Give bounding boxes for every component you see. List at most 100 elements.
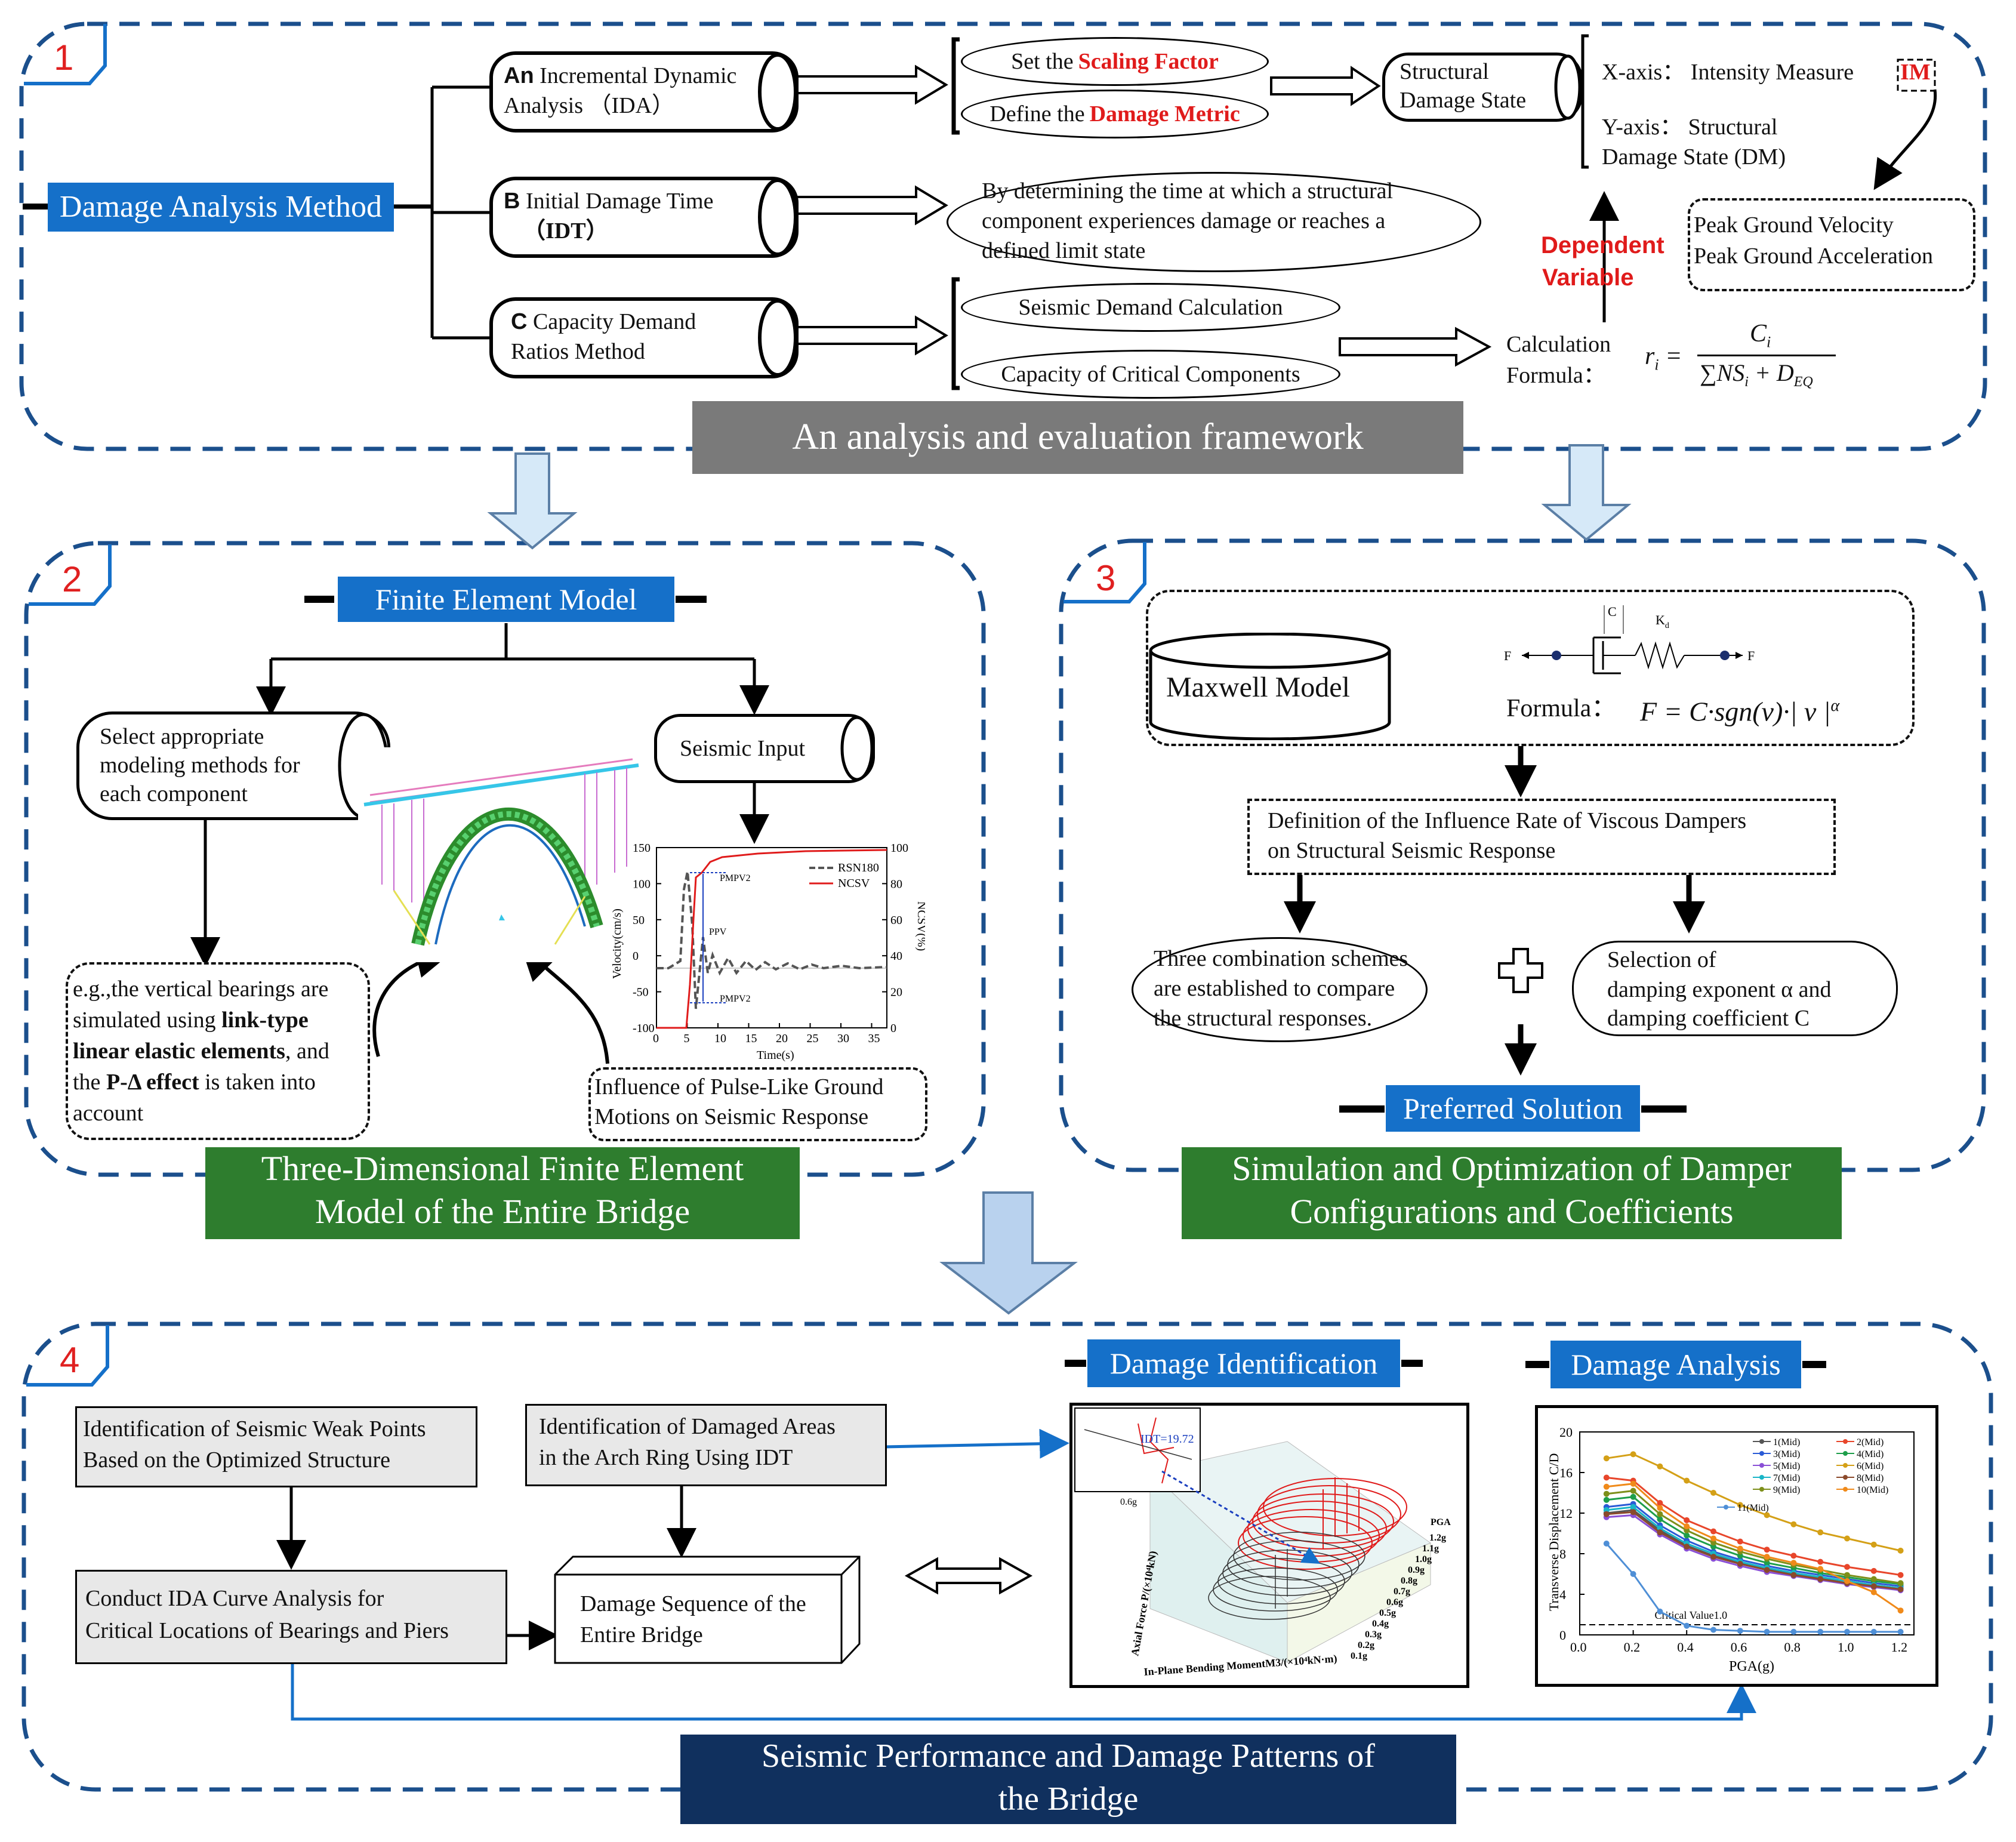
- cd-point: [1870, 1541, 1877, 1548]
- damage-identification-label: Damage Identification: [1087, 1339, 1400, 1387]
- section3-number: 3: [1096, 558, 1116, 598]
- idt-inset-label: IDT=19.72: [1140, 1433, 1194, 1446]
- formula-den-sub2: EQ: [1793, 374, 1813, 390]
- seismic-input-text: Seismic Input: [680, 736, 806, 761]
- def-2: on Structural Seismic Response: [1268, 838, 1556, 863]
- cd-point: [1630, 1493, 1636, 1500]
- legend-label: 8(Mid): [1857, 1473, 1884, 1483]
- formula-num-sub: i: [1767, 333, 1771, 351]
- cd-xtick: 0.8: [1784, 1640, 1801, 1655]
- pulse-1: Influence of Pulse-Like Ground: [594, 1074, 884, 1099]
- cd-point: [1764, 1512, 1770, 1518]
- im-text: IM: [1900, 60, 1931, 85]
- cd-series-line: [1606, 1483, 1901, 1612]
- node-left-icon: [1552, 651, 1561, 660]
- three-1: Three combination schemes: [1154, 946, 1408, 971]
- bearing-example-box: e.g.,the vertical bearings are simulated…: [66, 962, 370, 1140]
- legend-marker: [1843, 1451, 1848, 1456]
- ground-motion-params-box: Peak Ground Velocity Peak Ground Acceler…: [1688, 198, 1975, 291]
- cd-point: [1844, 1578, 1850, 1584]
- kd-sub: d: [1665, 621, 1669, 630]
- cd-series-line: [1606, 1506, 1901, 1590]
- gray-interaction-curves: [1208, 1532, 1365, 1620]
- ncsv-ytick: 80: [890, 877, 902, 891]
- weak-2: Based on the Optimized Structure: [83, 1447, 390, 1473]
- section1-title: An analysis and evaluation framework: [692, 401, 1463, 474]
- time-xtick: 10: [714, 1032, 726, 1045]
- cd-ylabel: Transverse Displacement C/D: [1546, 1453, 1561, 1611]
- cylinder-cap: [758, 178, 797, 256]
- ida-box: An Incremental Dynamic Analysis （IDA）: [489, 51, 799, 133]
- cd-point: [1817, 1566, 1824, 1572]
- idt-line2: （IDT）: [523, 218, 609, 244]
- legend-marker: [1759, 1463, 1764, 1468]
- arch-ring-box: Identification of Damaged Areas in the A…: [525, 1404, 887, 1486]
- cd-point: [1603, 1455, 1610, 1462]
- cd-point: [1603, 1496, 1610, 1503]
- seismic-input-box: Seismic Input: [654, 714, 875, 783]
- legend-label: 11(Mid): [1737, 1503, 1769, 1513]
- section3-title: Simulation and Optimization of Damper Co…: [1182, 1147, 1842, 1239]
- idt-prefix: B: [504, 189, 520, 214]
- time-xtick: 0: [653, 1032, 659, 1045]
- legend-label: 6(Mid): [1857, 1461, 1884, 1471]
- seq-2: Entire Bridge: [580, 1622, 703, 1647]
- legend-label: 5(Mid): [1773, 1461, 1800, 1471]
- scaling-factor-ellipse: Set the Scaling Factor: [961, 37, 1269, 86]
- cd-point: [1710, 1490, 1716, 1496]
- cd-xlabel: PGA(g): [1729, 1659, 1774, 1674]
- ncsv-ytick: 100: [890, 842, 908, 855]
- ida-curve-2: Critical Locations of Bearings and Piers: [85, 1618, 449, 1643]
- legend-label: 7(Mid): [1773, 1473, 1800, 1483]
- pga-axis-label: PGA: [1431, 1517, 1451, 1527]
- legend-label: 10(Mid): [1857, 1485, 1888, 1495]
- svg-text:Kd: Kd: [1656, 612, 1669, 630]
- weak-points-box: Identification of Seismic Weak Points Ba…: [75, 1406, 477, 1487]
- cd-point: [1844, 1572, 1850, 1578]
- cd-point: [1603, 1474, 1610, 1481]
- cd-point: [1684, 1622, 1690, 1629]
- cd-point: [1817, 1558, 1824, 1565]
- eg-4c: is taken into: [199, 1070, 316, 1095]
- dependent-label: Dependent: [1541, 232, 1664, 258]
- eg-2b: link-type: [221, 1008, 309, 1033]
- vel-ylabel: Velocity(cm/s): [611, 908, 624, 979]
- section4-title-1: Seismic Performance and Damage Patterns …: [762, 1738, 1375, 1775]
- eg-3: , and: [285, 1039, 329, 1064]
- legend-marker: [1843, 1463, 1848, 1468]
- damage-analysis-label: Damage Analysis: [1550, 1341, 1801, 1388]
- ncsv-ytick: 60: [890, 914, 902, 927]
- cd-point: [1630, 1509, 1636, 1516]
- cd-series-line: [1606, 1503, 1901, 1587]
- idt-description-ellipse: By determining the time at which a struc…: [947, 172, 1481, 272]
- pga-text: Peak Ground Acceleration: [1694, 244, 1933, 269]
- cd-point: [1844, 1564, 1850, 1570]
- pga-level-label: 0.1g: [1351, 1651, 1367, 1661]
- cd-point: [1844, 1628, 1850, 1635]
- cylinder-cap: [1554, 54, 1582, 120]
- eg-4b: P-Δ effect: [106, 1070, 199, 1095]
- maxwell-formula-label: Formula：: [1506, 695, 1617, 722]
- damage-metric-ellipse: Define the Damage Metric: [961, 90, 1269, 138]
- select-3: each component: [100, 781, 248, 806]
- legend-label: 4(Mid): [1857, 1449, 1884, 1459]
- legend-rsn180: RSN180: [838, 861, 879, 874]
- cd-point: [1710, 1528, 1716, 1535]
- pga-level-label: 0.4g: [1372, 1619, 1389, 1629]
- set-prefix: Set the: [1011, 49, 1074, 74]
- legend-label: 1(Mid): [1773, 1437, 1800, 1447]
- three-3: the structural responses.: [1154, 1006, 1373, 1031]
- cd-point: [1817, 1529, 1824, 1536]
- legend-marker: [1759, 1487, 1764, 1492]
- capacity-ellipse: Capacity of Critical Components: [961, 350, 1340, 399]
- time-xtick: 25: [807, 1032, 819, 1045]
- vel-ytick: 150: [633, 842, 651, 855]
- section3-title-1: Simulation and Optimization of Damper: [1232, 1149, 1792, 1188]
- select-2: modeling methods for: [100, 753, 300, 778]
- maxwell-formula: F = C·sgn(v)·| v |α: [1640, 692, 1839, 725]
- damage-sequence-box: [554, 1555, 861, 1664]
- cdr-formula: ri = Ci ∑NSi + DEQ: [1645, 320, 1842, 398]
- cd-point: [1603, 1541, 1610, 1547]
